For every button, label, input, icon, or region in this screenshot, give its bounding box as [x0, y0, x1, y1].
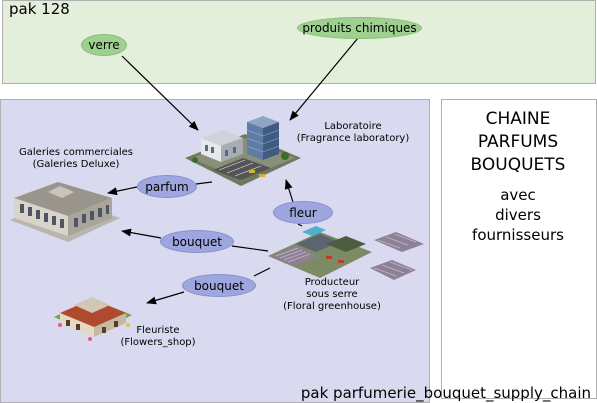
good-parfum: parfum	[137, 175, 197, 198]
laboratoire-label: Laboratoire (Fragrance laboratory)	[290, 121, 416, 145]
fleuriste-label: Fleuriste (Flowers_shop)	[118, 325, 198, 349]
arrow-verre-to-lab	[121, 55, 199, 131]
producteur-name: Producteur	[304, 277, 360, 288]
title-panel	[441, 99, 597, 399]
good-produits-chimiques: produits chimiques	[297, 17, 422, 39]
subtitle-line-2: divers	[495, 206, 541, 224]
producteur-name-2: sous serre	[306, 289, 358, 300]
subtitle-line-3: fournisseurs	[472, 226, 564, 244]
pak128-label: pak 128	[9, 0, 70, 18]
fleuriste-english-name: (Flowers_shop)	[120, 337, 196, 348]
producteur-label: Producteur sous serre (Floral greenhouse…	[280, 277, 384, 313]
arrow-fleur-to-lab	[284, 179, 294, 203]
arrow-lab-parfum	[195, 181, 213, 185]
arrow-parfum-to-galeries	[107, 186, 138, 196]
flower-shop-building-icon	[54, 297, 132, 341]
title-line-2: PARFUMS	[477, 132, 559, 152]
galeries-name: Galeries commerciales	[19, 147, 133, 158]
good-fleur: fleur	[273, 201, 333, 224]
laboratoire-name: Laboratoire	[324, 121, 382, 132]
fleuriste-name: Fleuriste	[136, 325, 180, 336]
arrow-greenhouse-bouquet1	[231, 245, 269, 252]
galeries-building-icon	[10, 182, 120, 242]
arrow-bouquet2-to-fleuriste	[146, 291, 185, 305]
title-line-3: BOUQUETS	[470, 155, 566, 175]
laboratory-building-icon	[185, 116, 301, 186]
arrow-greenhouse-fleur	[297, 223, 303, 227]
producteur-english-name: (Floral greenhouse)	[283, 301, 381, 312]
arrow-bouquet1-to-galeries	[121, 228, 162, 239]
supply-chain-label: pak parfumerie_bouquet_supply_chain	[300, 384, 591, 402]
good-bouquet-to-fleuriste: bouquet	[182, 274, 256, 297]
galeries-english-name: (Galeries Deluxe)	[32, 159, 120, 170]
arrow-chemicals-to-lab	[289, 37, 359, 121]
arrow-greenhouse-bouquet2	[253, 267, 271, 277]
galeries-label: Galeries commerciales (Galeries Deluxe)	[14, 147, 138, 171]
laboratoire-english-name: (Fragrance laboratory)	[296, 133, 410, 144]
subtitle-line-1: avec	[500, 186, 536, 204]
title-line-1: CHAINE	[485, 109, 551, 129]
good-verre: verre	[81, 34, 127, 56]
good-bouquet-to-galeries: bouquet	[160, 230, 234, 253]
greenhouse-building-icon	[268, 226, 424, 280]
